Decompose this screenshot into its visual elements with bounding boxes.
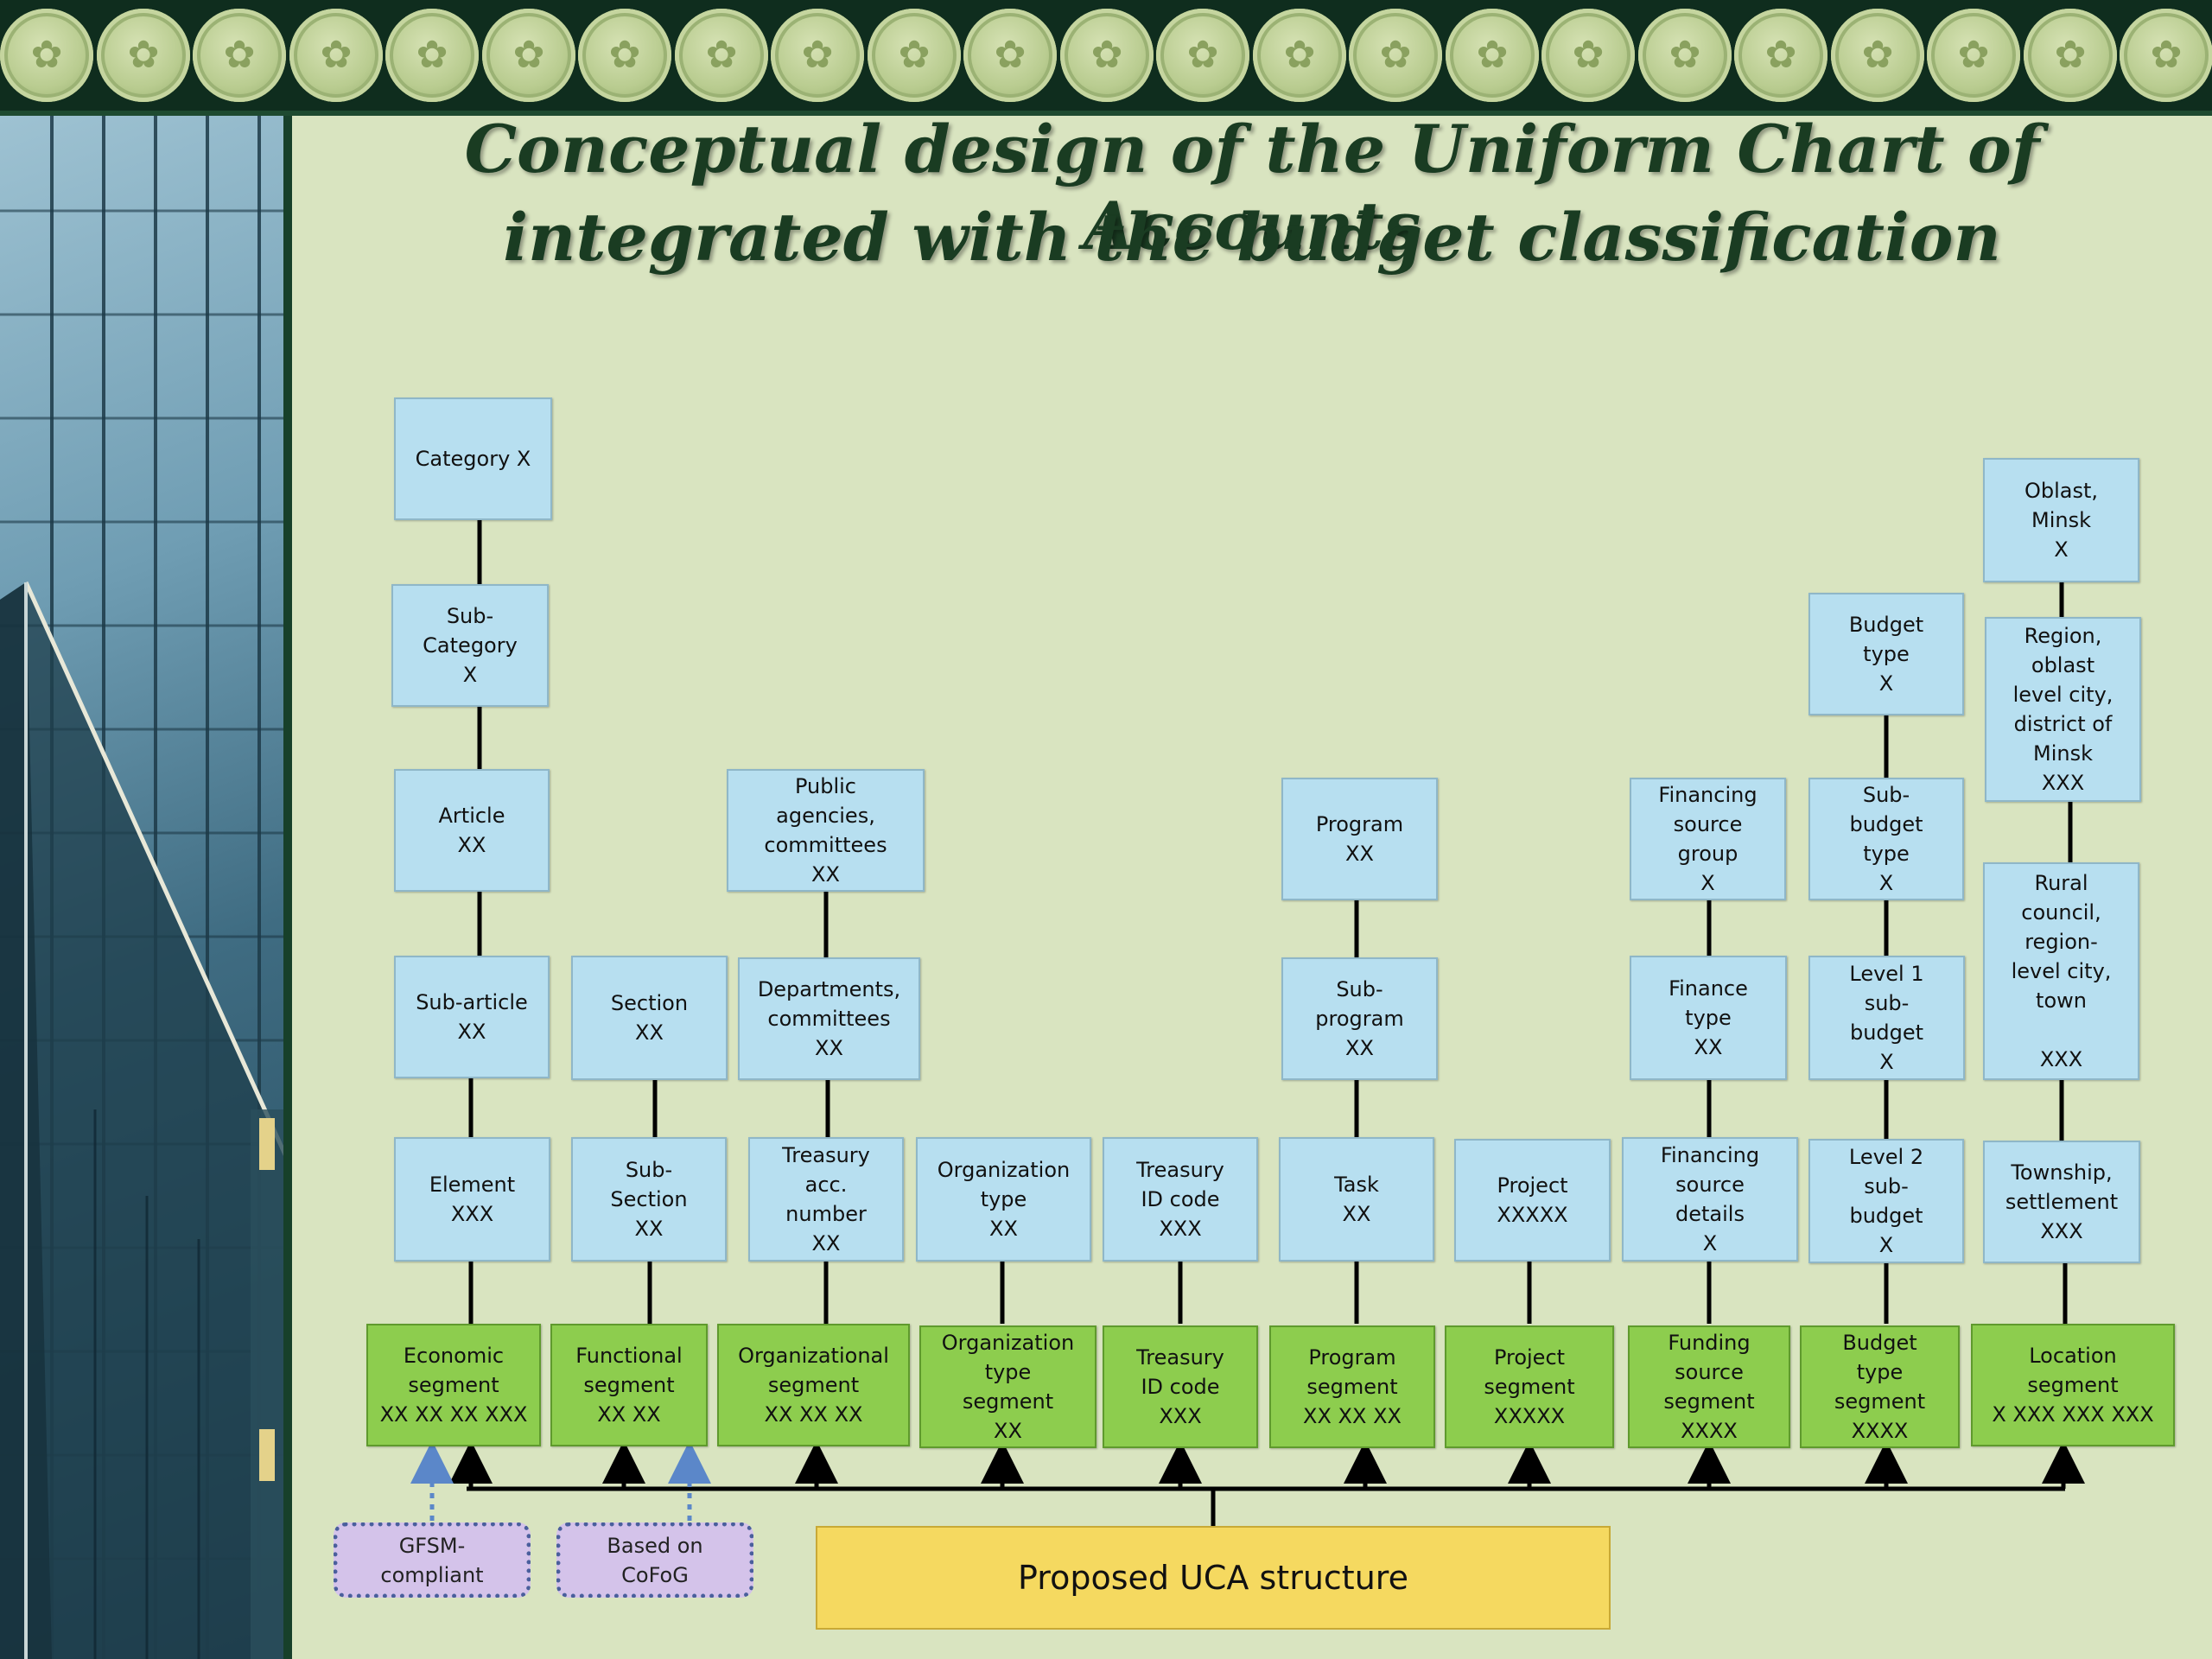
- medallion-ornament: [2024, 9, 2117, 102]
- segment-functional: Functional segment XX XX: [550, 1324, 708, 1446]
- medallion-ornament: [771, 9, 864, 102]
- box-treasury-acc-number: Treasury acc. number XX: [748, 1137, 904, 1262]
- box-sub-budget-type: Sub- budget type X: [1808, 778, 1964, 900]
- segment-location: Location segment X XXX XXX XXX: [1971, 1324, 2175, 1446]
- box-treasury-id-code: Treasury ID code XXX: [1103, 1137, 1258, 1262]
- medallion-ornament: [289, 9, 383, 102]
- box-program: Program XX: [1281, 778, 1438, 900]
- medallion-ornament: [1253, 9, 1346, 102]
- box-project: Project XXXXX: [1454, 1139, 1611, 1262]
- medallion-ornament: [1734, 9, 1827, 102]
- proposed-uca-structure-box: Proposed UCA structure: [816, 1526, 1611, 1630]
- box-finance-type: Finance type XX: [1630, 956, 1787, 1080]
- medallion-ornament: [385, 9, 479, 102]
- medallion-ornament: [1060, 9, 1154, 102]
- segment-organization-type: Organization type segment XX: [919, 1325, 1096, 1448]
- building-illustration: [0, 116, 292, 1659]
- box-sub-section: Sub- Section XX: [571, 1137, 727, 1262]
- box-sub-article: Sub-article XX: [394, 956, 550, 1078]
- building-photo: [0, 116, 292, 1659]
- medallion-ornament: [578, 9, 671, 102]
- box-rural-council: Rural council, region- level city, town …: [1983, 862, 2139, 1080]
- segment-project: Project segment XXXXX: [1445, 1325, 1614, 1448]
- medallion-ornament: [1156, 9, 1249, 102]
- medallion-ornament: [1638, 9, 1732, 102]
- segment-treasury-id-code: Treasury ID code XXX: [1103, 1325, 1258, 1448]
- box-section: Section XX: [571, 956, 728, 1080]
- medallion-ornament: [0, 9, 93, 102]
- box-public-agencies: Public agencies, committees XX: [727, 769, 925, 892]
- segment-funding-source: Funding source segment XXXX: [1628, 1325, 1790, 1448]
- box-township-settlement: Township, settlement XXX: [1983, 1141, 2140, 1263]
- box-task: Task XX: [1279, 1137, 1434, 1262]
- box-oblast-minsk: Oblast, Minsk X: [1983, 458, 2139, 582]
- box-financing-source-group: Financing source group X: [1630, 778, 1786, 900]
- medallion-ornament: [1831, 9, 1924, 102]
- medallion-ornament: [2120, 9, 2212, 102]
- box-element: Element XXX: [394, 1137, 550, 1262]
- medallion-ornament: [1541, 9, 1635, 102]
- decorative-medallion-band: [0, 0, 2212, 115]
- medallion-ornament: [1446, 9, 1539, 102]
- segment-organizational: Organizational segment XX XX XX: [717, 1324, 910, 1446]
- note-gfsm-compliant: GFSM- compliant: [334, 1522, 531, 1598]
- box-sub-category: Sub- Category X: [391, 584, 549, 707]
- box-article: Article XX: [394, 769, 550, 892]
- photo-frame: [283, 116, 292, 1659]
- medallion-ornament: [482, 9, 575, 102]
- medallion-ornament: [868, 9, 961, 102]
- box-sub-program: Sub- program XX: [1281, 957, 1438, 1080]
- box-category: Category X: [394, 397, 552, 520]
- box-budget-type: Budget type X: [1808, 593, 1964, 715]
- box-level-1-sub-budget: Level 1 sub- budget X: [1808, 956, 1965, 1080]
- note-based-on-cofog: Based on CoFoG: [556, 1522, 753, 1598]
- medallion-ornament: [675, 9, 768, 102]
- medallion-ornament: [193, 9, 286, 102]
- band-divider: [0, 111, 2212, 116]
- medallion-ornament: [963, 9, 1057, 102]
- slide-title-line-1: Conceptual design of the Uniform Chart o…: [464, 111, 2040, 264]
- medallion-ornament: [1927, 9, 2020, 102]
- segment-program: Program segment XX XX XX: [1269, 1325, 1435, 1448]
- medallion-ornament: [97, 9, 190, 102]
- medallion-ornament: [1349, 9, 1442, 102]
- box-level-2-sub-budget: Level 2 sub- budget X: [1808, 1139, 1964, 1263]
- box-organization-type: Organization type XX: [916, 1137, 1091, 1262]
- box-financing-source-details: Financing source details X: [1622, 1137, 1798, 1262]
- segment-economic: Economic segment XX XX XX XXX: [366, 1324, 541, 1446]
- segment-budget-type: Budget type segment XXXX: [1800, 1325, 1960, 1448]
- slide-title-line-2: integrated with the budget classificatio…: [503, 199, 2001, 276]
- box-region-oblast: Region, oblast level city, district of M…: [1985, 617, 2141, 802]
- box-departments: Departments, committees XX: [738, 957, 920, 1080]
